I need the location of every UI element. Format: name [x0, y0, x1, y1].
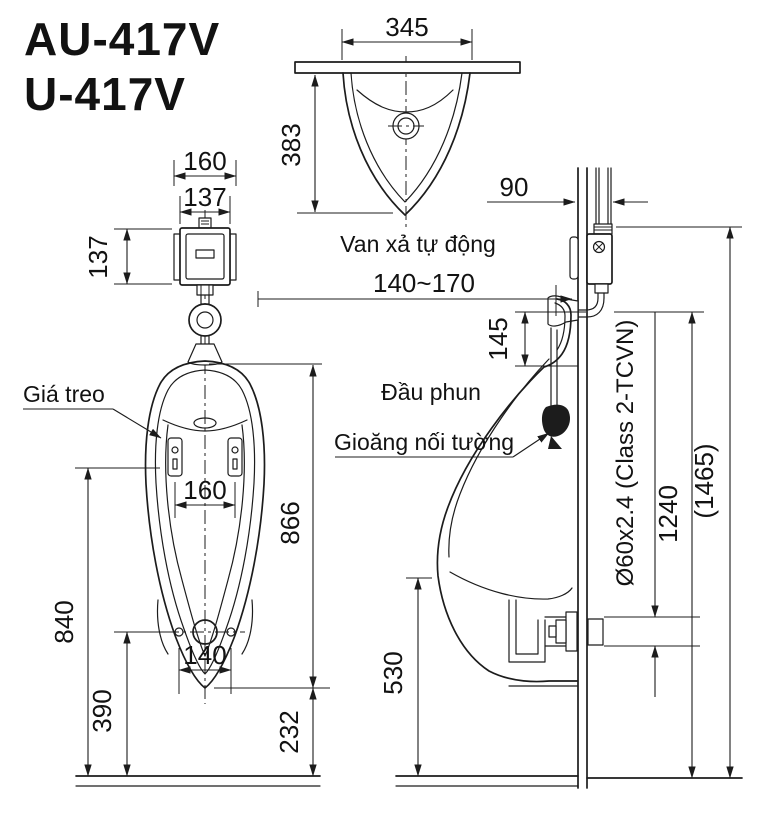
dim-plan-depth: 383	[276, 74, 393, 214]
urinal-inner-rim	[154, 369, 256, 675]
dim-bowl-bottom-height: 530	[378, 577, 432, 777]
model-number-1: AU-417V	[24, 13, 220, 65]
side-valve-nut	[594, 283, 609, 294]
urinal-shelf-curve	[162, 419, 248, 432]
spud-back-plate	[587, 618, 604, 646]
dim-inlet-height-text: 1240	[653, 485, 683, 543]
trap-inner	[515, 599, 539, 655]
flush-channel	[550, 327, 558, 409]
dim-bracket-spacing-text: 160	[183, 475, 226, 505]
dim-valve-outer-width: 160	[173, 146, 237, 186]
dim-plan-width-text: 345	[385, 12, 428, 42]
pipe-union-core	[196, 311, 214, 329]
dim-plan-depth-text: 383	[276, 123, 306, 166]
dim-bottom-clearance-text: 232	[274, 710, 304, 753]
dim-bowl-bottom-height-text: 530	[378, 651, 408, 694]
plan-bowl-outline	[342, 72, 471, 216]
spreader-cone	[187, 343, 223, 366]
side-view: 90 140~170 145 Đầu phun Gioăng nối tường	[257, 167, 743, 789]
flush-pipe-upper	[200, 294, 210, 305]
plan-bowl-shelf-line	[356, 89, 454, 113]
valve-flange-left	[173, 233, 181, 281]
elbow-outer	[577, 297, 599, 311]
pipe-coupler	[593, 223, 613, 235]
wall-gasket-label: Gioăng nối tường	[334, 429, 550, 458]
plan-bowl-inner-rim	[350, 72, 463, 203]
dim-valve-height: 137	[83, 228, 172, 285]
drain-bolt-left	[174, 627, 184, 637]
drain-outlet	[192, 619, 218, 645]
valve-faceplate	[185, 233, 225, 280]
dim-drain-height: 390	[87, 631, 166, 777]
side-urinal-body	[436, 298, 604, 687]
spud-flange	[565, 611, 578, 652]
hanger-bracket-right	[227, 437, 243, 477]
dim-valve-inner-width: 137	[179, 182, 231, 224]
plan-wall-section	[294, 61, 521, 74]
urinal-bowl-opening	[165, 424, 245, 657]
valve-body	[179, 227, 231, 286]
hanger-bracket-left	[167, 437, 183, 477]
side-rim-inner-line	[554, 302, 566, 351]
dim-bolt-spacing-text: 140	[183, 640, 226, 670]
wall-gasket	[541, 404, 570, 437]
front-flush-valve	[173, 217, 237, 366]
urinal-outer-outline	[144, 360, 266, 689]
side-bowl-top-curve	[449, 571, 573, 600]
hanger-label: Giá treo	[23, 381, 162, 439]
dim-hanger-height-text: 840	[49, 600, 79, 643]
dim-wall-offset-text: 90	[500, 172, 529, 202]
urinal-shelf-hole	[193, 417, 217, 429]
dim-rim-drop: 145	[483, 311, 586, 367]
spud-tip	[548, 625, 557, 638]
pipe-spec-text: Ø60x2.4 (Class 2-TCVN)	[612, 320, 639, 587]
valve-flange-right	[229, 233, 237, 281]
dim-rough-in-text: 140~170	[373, 268, 475, 298]
wall-gasket-label-text: Gioăng nối tường	[334, 429, 514, 455]
dim-inlet-height: 1240	[653, 311, 696, 779]
side-outer-profile	[436, 298, 578, 683]
dim-valve-inner-width-text: 137	[183, 182, 226, 212]
valve-screw	[592, 240, 606, 254]
dim-hanger-height: 840	[49, 467, 160, 777]
spud-nut	[555, 619, 567, 644]
wall-gasket-tail	[548, 436, 562, 449]
bowl-lower-edge-left	[156, 599, 169, 655]
valve-top-knob	[198, 217, 212, 229]
dim-rim-drop-text: 145	[483, 317, 513, 360]
dim-valve-height-text: 137	[83, 235, 113, 278]
dim-bottom-clearance: 232	[274, 687, 317, 777]
title-block: AU-417V U-417V	[24, 13, 220, 120]
valve-outlet-nut	[196, 284, 214, 296]
plan-view: 345 383 Van xả tự động	[276, 12, 521, 257]
dim-bolt-spacing: 140	[178, 640, 232, 694]
supply-pipe	[593, 167, 613, 235]
valve-sensor-window	[195, 249, 215, 259]
plan-caption: Van xả tự động	[340, 231, 496, 257]
front-view: 160 137 137 Giá treo 160 140	[23, 146, 330, 787]
dim-overall-height-text: (1465)	[689, 443, 719, 518]
hanger-label-text: Giá treo	[23, 381, 105, 407]
dim-overall-height: (1465)	[616, 226, 742, 779]
valve-wall-plate	[569, 236, 579, 280]
dim-wall-offset: 90	[487, 172, 648, 206]
trap-outer	[508, 599, 546, 663]
dim-bracket-spacing: 160	[174, 475, 236, 518]
pipe-union-ring	[188, 303, 222, 337]
dim-flush-pipe: Ø60x2.4 (Class 2-TCVN)	[604, 311, 704, 697]
spray-head-label: Đầu phun	[381, 379, 481, 405]
dim-urinal-height-text: 866	[275, 501, 305, 544]
side-wall-thickness-line	[448, 358, 550, 558]
dim-rough-in: 140~170	[257, 268, 573, 316]
model-number-2: U-417V	[24, 68, 186, 120]
dim-drain-height-text: 390	[87, 689, 117, 732]
bowl-lower-edge-right	[241, 599, 254, 655]
front-urinal-body	[144, 360, 266, 689]
dim-valve-outer-width-text: 160	[183, 146, 226, 176]
elbow-inner	[577, 297, 605, 318]
drain-bolt-right	[226, 627, 236, 637]
dim-plan-width: 345	[341, 12, 473, 60]
